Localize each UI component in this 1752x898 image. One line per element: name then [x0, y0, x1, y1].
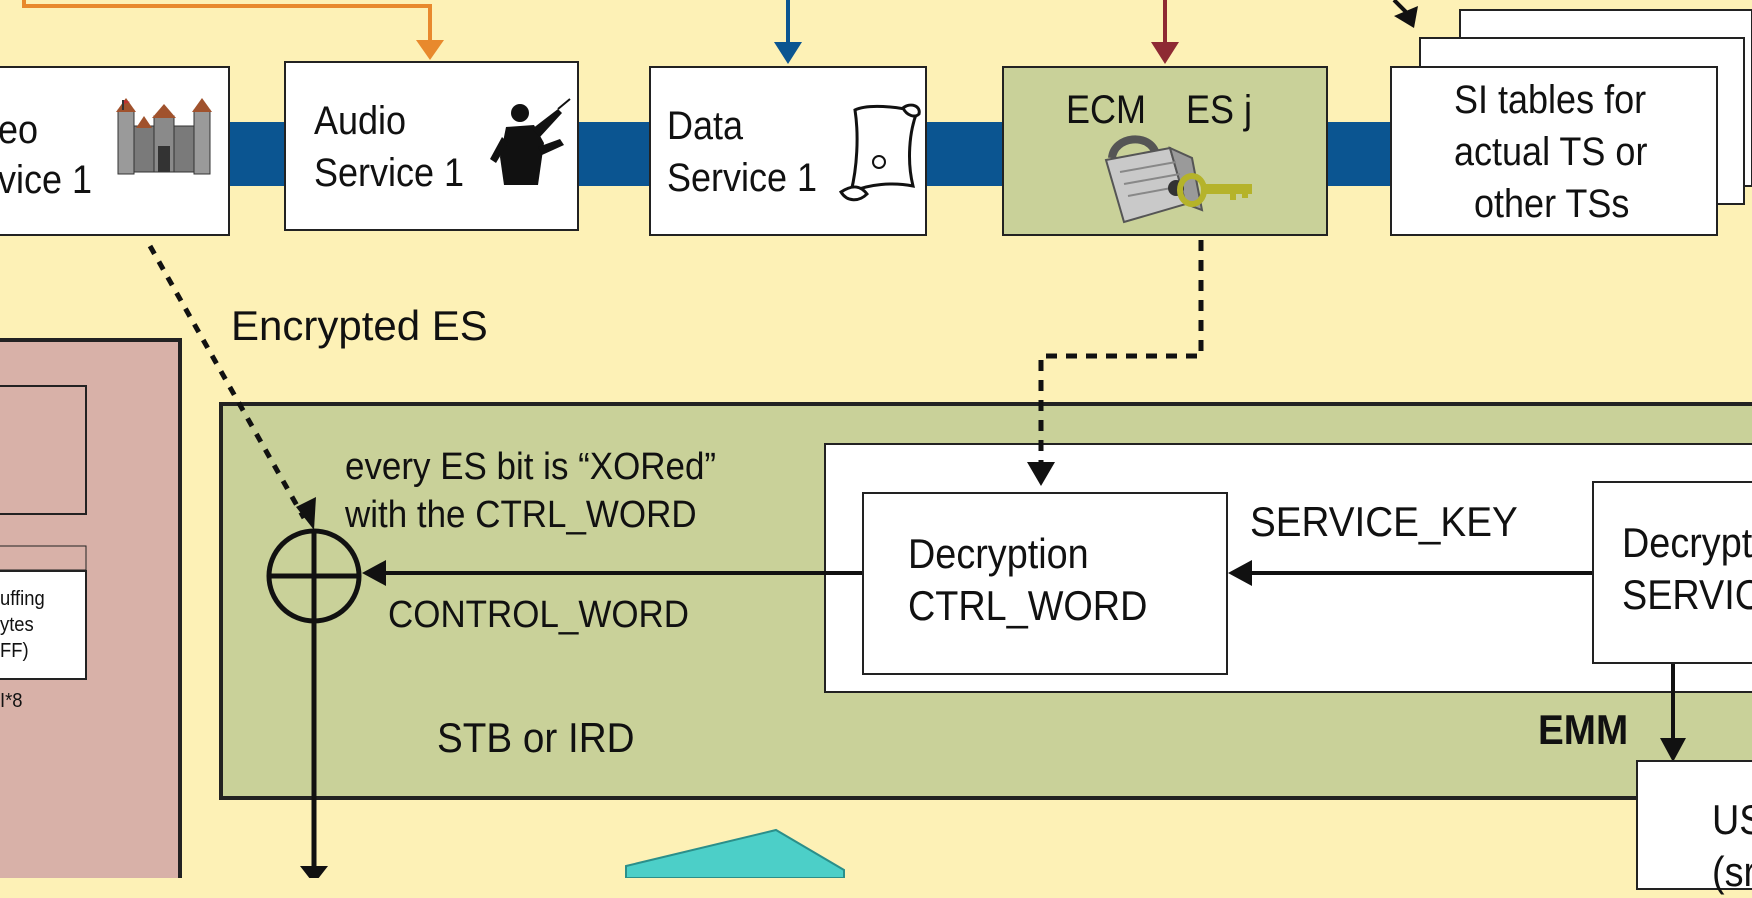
video-service-label-line1: eo	[0, 108, 39, 152]
blue-arrowhead	[774, 42, 802, 64]
black-diag-arrowhead	[1394, 6, 1418, 28]
stuffing-bytes-box: uffing ytes FF)	[0, 570, 87, 680]
si-tables-line3: other TSs	[1474, 182, 1630, 226]
stuffing-line2: ytes	[0, 614, 34, 636]
orange-arrowhead	[416, 40, 444, 60]
orange-arrow-line	[22, 0, 432, 44]
stb-label: STB or IRD	[437, 714, 635, 761]
packet-footnote: I*8	[0, 690, 23, 712]
packet-separator-cell	[0, 545, 87, 571]
ecm-label: ECM	[1066, 88, 1147, 132]
us-box-line2: (sr	[1712, 848, 1752, 895]
audio-service-label-line2: Service 1	[314, 151, 465, 195]
ecm-arrowhead	[1027, 462, 1055, 486]
service-key-label: SERVICE_KEY	[1250, 498, 1518, 545]
emm-arrowhead	[1660, 738, 1686, 762]
encrypted-es-dotted-line	[147, 244, 307, 520]
data-service-label-line2: Service 1	[667, 156, 818, 200]
ecm-box: ECM ES j	[1002, 66, 1328, 236]
emm-label: EMM	[1538, 706, 1629, 753]
control-word-label: CONTROL_WORD	[388, 594, 690, 636]
decryption-ctrl-line1: Decryption	[908, 530, 1089, 577]
teal-card-shape	[625, 828, 845, 878]
xor-output-arrowhead	[300, 866, 328, 878]
si-tables-line1: SI tables for	[1454, 78, 1647, 122]
ecm-es-label: ES j	[1186, 88, 1253, 132]
data-service-box: Data Service 1	[649, 66, 927, 236]
conductor-icon	[490, 98, 571, 185]
data-service-label-line1: Data	[667, 104, 744, 148]
decrypt-service-box: Decrypt SERVIC	[1592, 481, 1752, 664]
encrypted-es-label: Encrypted ES	[231, 302, 488, 349]
si-tables-line2: actual TS or	[1454, 130, 1648, 174]
xor-explanation-line1: every ES bit is “XORed”	[345, 446, 717, 488]
video-service-box: eo vice 1	[0, 66, 230, 236]
control-word-arrowhead	[362, 560, 386, 586]
encrypted-es-arrowhead	[296, 497, 316, 530]
us-box: US (sr	[1636, 760, 1752, 895]
decryption-ctrl-line2: CTRL_WORD	[908, 582, 1148, 629]
xor-explanation-line2: with the CTRL_WORD	[345, 494, 697, 536]
scroll-icon	[838, 103, 921, 202]
audio-service-box: Audio Service 1	[284, 61, 579, 231]
stuffing-line3: FF)	[0, 640, 29, 662]
audio-service-label-line1: Audio	[314, 99, 407, 143]
packet-header-cell	[0, 385, 87, 515]
service-key-arrowhead	[1228, 560, 1252, 586]
si-tables-box: SI tables for actual TS or other TSs	[1390, 66, 1718, 236]
padlock-key-icon	[1104, 135, 1252, 224]
decryption-ctrl-word-box: Decryption CTRL_WORD	[862, 492, 1228, 675]
decrypt-service-line2: SERVIC	[1622, 571, 1752, 618]
stuffing-line1: uffing	[0, 588, 45, 610]
decrypt-service-line1: Decrypt	[1622, 519, 1752, 566]
red-arrowhead	[1151, 42, 1179, 64]
castle-icon	[116, 98, 212, 175]
us-box-line1: US	[1712, 796, 1752, 843]
video-service-label-line2: vice 1	[0, 158, 93, 202]
ecm-dotted-line	[1038, 240, 1204, 466]
